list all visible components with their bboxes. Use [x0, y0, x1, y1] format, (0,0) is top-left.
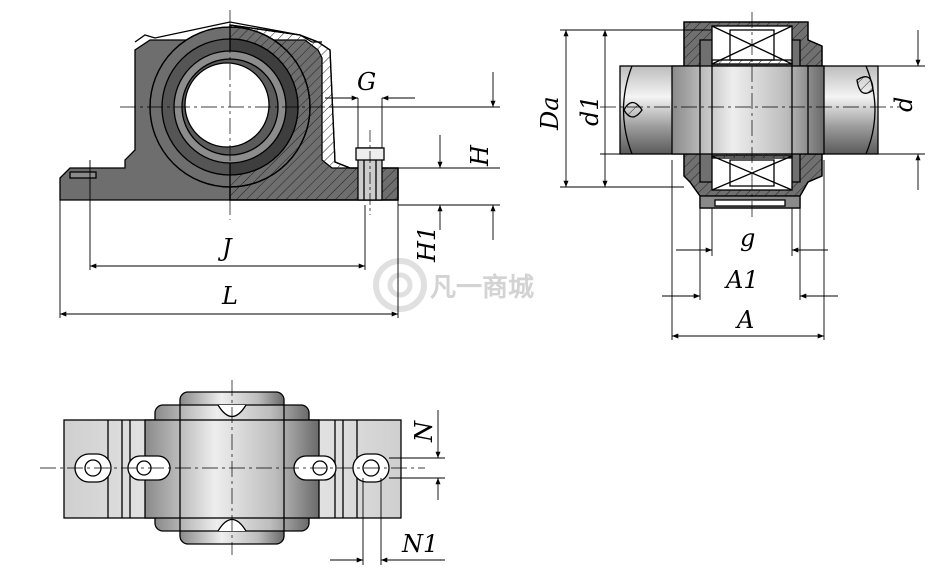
side-view-dimensions	[560, 29, 925, 340]
label-g: G	[357, 68, 376, 96]
side-view-labels: Da d1 d g A1 A	[536, 95, 918, 334]
label-h1: H1	[413, 226, 441, 263]
label-d: d	[890, 97, 918, 112]
front-view-dimensions	[59, 72, 500, 318]
front-view-labels: G J L H H1	[217, 68, 494, 310]
label-g-lower: g	[740, 224, 755, 252]
label-h: H	[466, 144, 494, 167]
label-a1: A1	[724, 266, 759, 294]
top-view-dimensions	[330, 410, 445, 565]
side-view	[600, 12, 900, 220]
label-n: N	[410, 420, 438, 443]
label-a: A	[735, 306, 754, 334]
label-j: J	[217, 234, 233, 262]
watermark: 凡一商城	[373, 258, 534, 312]
top-view-labels: N N1	[401, 420, 438, 558]
label-n1: N1	[401, 530, 438, 558]
label-d1: d1	[576, 95, 604, 126]
watermark-text: 凡一商城	[430, 272, 534, 303]
front-view	[59, 10, 399, 220]
label-l: L	[221, 282, 238, 310]
label-da: Da	[536, 96, 564, 131]
top-view	[40, 380, 425, 555]
